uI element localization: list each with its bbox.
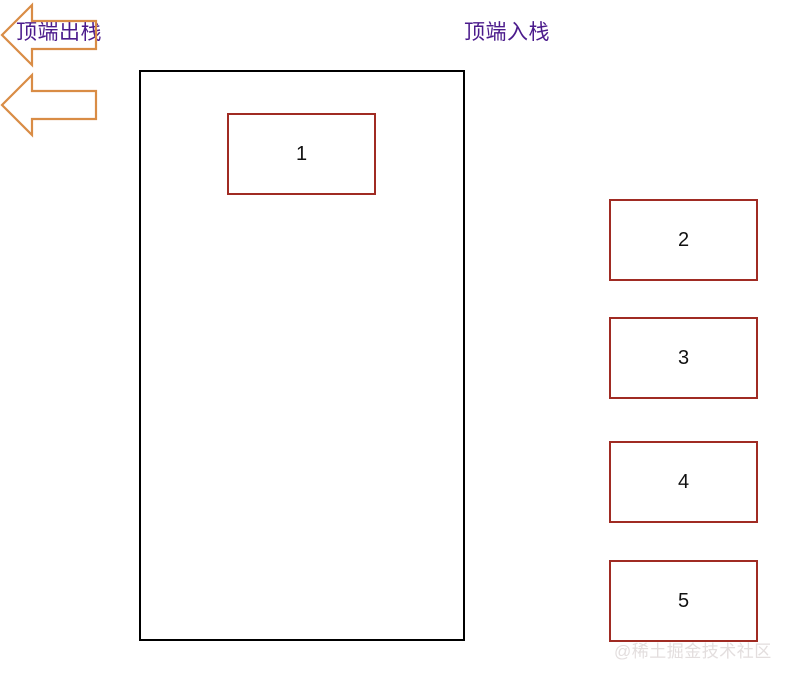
- watermark-text: @稀土掘金技术社区: [614, 642, 772, 661]
- queue-element-label: 2: [677, 229, 690, 251]
- queue-element-box[interactable]: 5: [609, 560, 758, 642]
- queue-element-box[interactable]: 4: [609, 441, 758, 523]
- stack-element-label: 1: [295, 143, 308, 165]
- queue-element-label: 3: [677, 347, 690, 369]
- stack-element-box[interactable]: 1: [227, 113, 376, 195]
- stack-container: [139, 70, 465, 641]
- queue-element-box[interactable]: 2: [609, 199, 758, 281]
- push-operation-label: 顶端入栈: [464, 21, 550, 44]
- push-arrow-container: [0, 70, 98, 140]
- arrow-left-outline-icon: [0, 72, 98, 138]
- pop-arrow-container: [0, 0, 98, 70]
- queue-element-label: 4: [677, 471, 690, 493]
- arrow-left-outline-icon: [0, 2, 98, 68]
- queue-element-label: 5: [677, 590, 690, 612]
- pop-operation-label: 顶端出栈: [16, 21, 102, 44]
- queue-element-box[interactable]: 3: [609, 317, 758, 399]
